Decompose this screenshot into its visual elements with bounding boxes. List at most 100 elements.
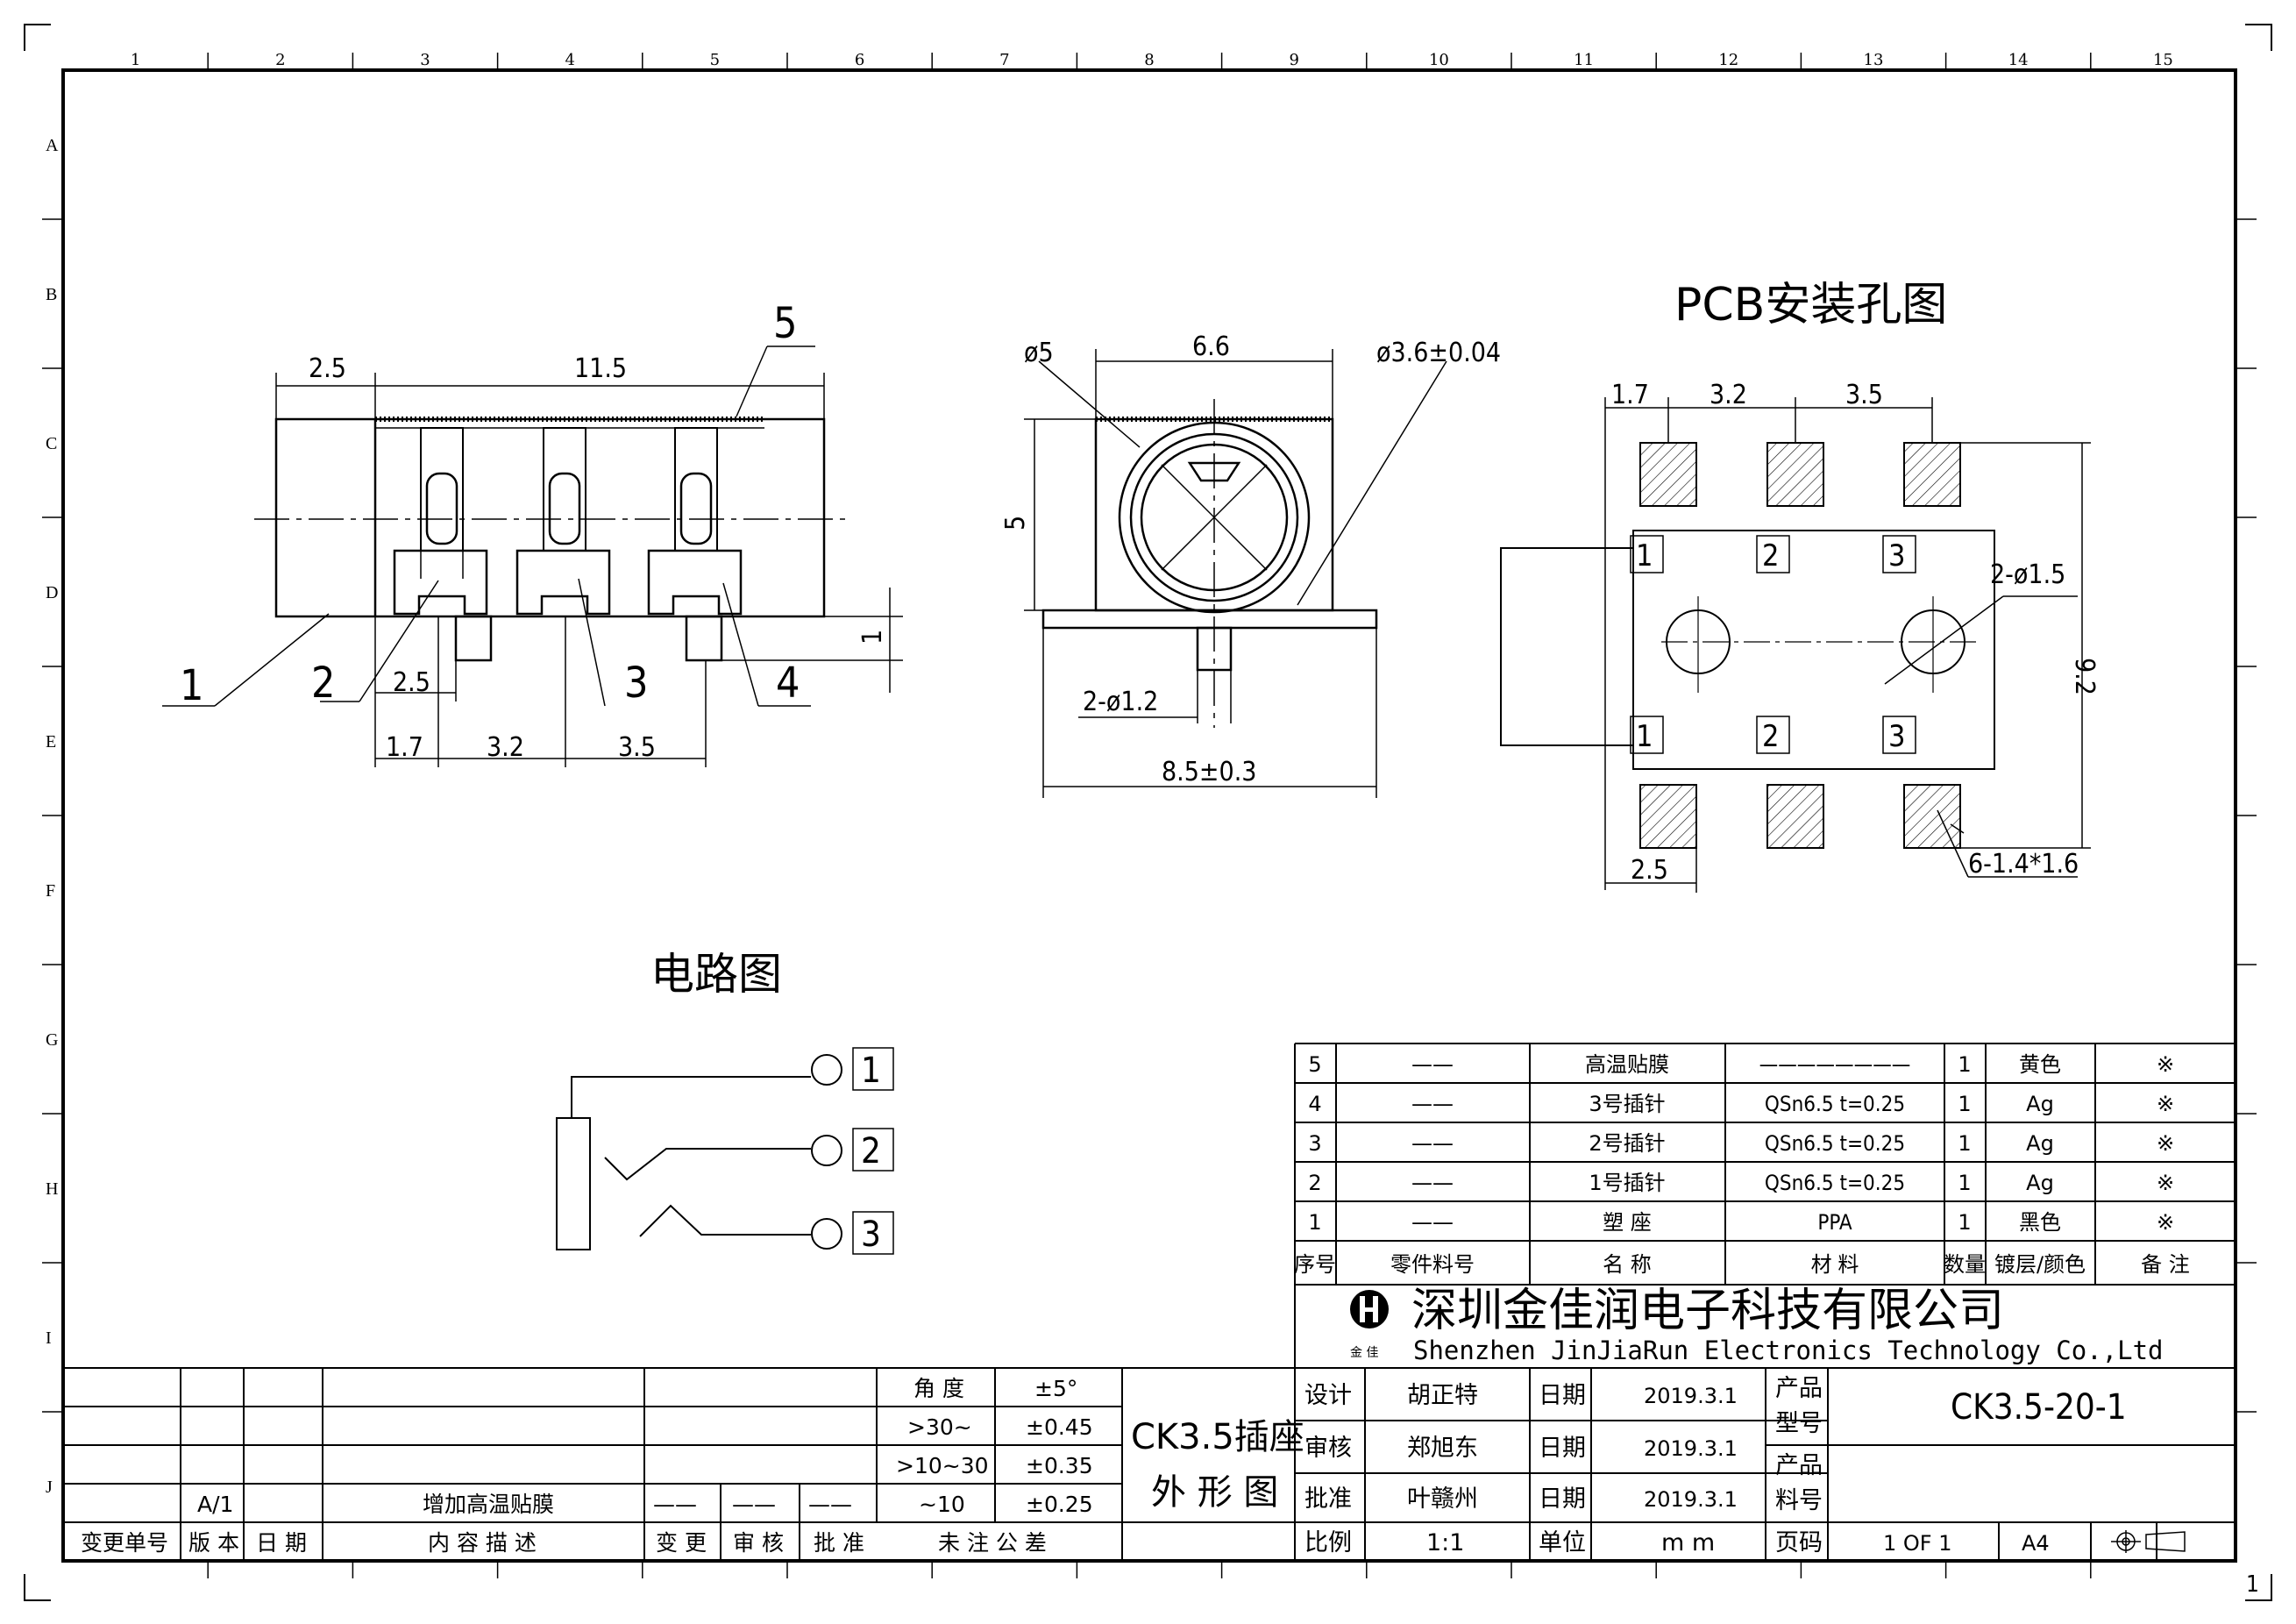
bom-cell-finish: 黑色: [2019, 1210, 2061, 1235]
bom-cell-finish: 黄色: [2019, 1052, 2061, 1077]
projection-symbol: [2111, 1530, 2186, 1553]
zone-column-label: 11: [1574, 51, 1594, 69]
bom-cell-finish: Ag: [2026, 1171, 2054, 1195]
bom-cell-name: 1号插针: [1589, 1171, 1665, 1195]
dim-pcb-3.5: 3.5: [1845, 380, 1883, 410]
bom-cell-name: 塑 座: [1603, 1210, 1652, 1235]
material-no-label-1: 产品: [1775, 1452, 1823, 1479]
front-pin: [1196, 626, 1233, 672]
bom-cell-name: 名 称: [1603, 1252, 1652, 1277]
bom-cell-qty: 数量: [1944, 1252, 1986, 1277]
table-grid: [63, 1043, 2236, 1561]
zone-row-label: E: [46, 732, 56, 751]
circuit-terminal-label: 1: [861, 1051, 881, 1091]
tol-range: >10~30: [896, 1453, 989, 1478]
pcb-title: PCB安装孔图: [1674, 279, 1947, 331]
dim-side-gap: 2.5: [393, 667, 430, 698]
bom-cell-note: ※: [2157, 1171, 2174, 1195]
zone-column-label: 2: [275, 51, 285, 69]
zone-column-label: 10: [1429, 51, 1449, 69]
bom-cell-part: ——: [1411, 1171, 1454, 1195]
review-label: 审核: [1304, 1435, 1352, 1462]
circuit-terminal-label: 3: [861, 1214, 881, 1255]
zone-row-label: G: [46, 1030, 58, 1050]
tol-value: ±5°: [1034, 1376, 1077, 1401]
rev-header-version: 版 本: [188, 1530, 239, 1556]
zone-row-label: A: [46, 136, 59, 155]
sheet-number: 1: [2246, 1571, 2259, 1598]
zone-column-label: 3: [420, 51, 430, 69]
date-value-3: 2019.3.1: [1644, 1487, 1738, 1512]
tol-range: ~10: [919, 1492, 965, 1517]
pcb-pin-label: 2: [1762, 538, 1779, 573]
tol-value: ±0.45: [1026, 1414, 1093, 1440]
model-value: CK3.5-20-1: [1951, 1387, 2127, 1428]
unit-value: m m: [1661, 1529, 1715, 1556]
zone-column-label: 9: [1289, 51, 1298, 69]
bottom-pin: [454, 615, 493, 662]
date-label-3: 日期: [1539, 1485, 1586, 1513]
zone-column-label: 12: [1718, 51, 1738, 69]
scale-label: 比例: [1304, 1529, 1352, 1556]
bom-cell-note: ※: [2157, 1210, 2174, 1235]
dim-pcb-pads: 6-1.4*1.6: [1968, 849, 2079, 880]
housing-outline: [274, 417, 826, 618]
scale-value: 1:1: [1426, 1529, 1464, 1556]
revision-dash: ——: [653, 1492, 697, 1517]
tol-value: ±0.35: [1026, 1453, 1093, 1478]
terminal-3: [811, 1218, 842, 1250]
dim-side-pitch-1: 1.7: [386, 732, 423, 763]
bom-cell-finish: 镀层/颜色: [1994, 1252, 2086, 1277]
wire-3: [639, 1204, 811, 1237]
material-no-label-2: 料号: [1775, 1487, 1823, 1514]
zone-row-label: D: [46, 583, 58, 602]
pin-slot-3: [647, 427, 743, 616]
zone-column-label: 15: [2153, 51, 2173, 69]
approve-label: 批准: [1304, 1485, 1352, 1513]
front-dimension-lines: [1024, 349, 1447, 798]
model-label-2: 型号: [1775, 1410, 1823, 1437]
wire-1: [571, 1076, 811, 1118]
bottom-pads: [1639, 784, 1961, 849]
bom-cell-no: 4: [1308, 1092, 1321, 1116]
side-view: [162, 345, 903, 767]
revision-version: A/1: [197, 1492, 233, 1517]
bom-cell-finish: Ag: [2026, 1092, 2054, 1116]
bom-cell-no: 2: [1308, 1171, 1321, 1195]
tol-footer: 未 注 公 差: [938, 1530, 1047, 1556]
dim-side-pitch-2: 3.2: [487, 732, 524, 763]
terminal-2: [811, 1135, 842, 1166]
rev-header-review: 审 核: [733, 1530, 784, 1556]
rev-header-change: 变 更: [656, 1530, 707, 1556]
dim-pcb-height: 9.2: [2069, 658, 2100, 695]
pcb-pin-label: 1: [1636, 538, 1653, 573]
zone-row-label: B: [46, 285, 57, 304]
bom-cell-material: 材 料: [1811, 1252, 1859, 1277]
dim-front-width: 6.6: [1192, 331, 1230, 362]
zone-row-label: H: [46, 1179, 58, 1199]
zone-column-label: 13: [1864, 51, 1884, 69]
pcb-pin-label: 3: [1888, 719, 1905, 754]
terminal-1: [811, 1054, 842, 1086]
paper-size: A4: [2022, 1531, 2050, 1556]
bom-cell-material: PPA: [1817, 1210, 1852, 1235]
pin-slot-2: [515, 427, 611, 616]
bom-cell-part: ——: [1411, 1210, 1454, 1235]
dim-side-2.5: 2.5: [309, 353, 346, 384]
unit-label: 单位: [1539, 1529, 1586, 1556]
bom-cell-note: ※: [2157, 1131, 2174, 1156]
company-name-cn: 深圳金佳润电子科技有限公司: [1411, 1285, 2004, 1337]
title-block-grid: [63, 1367, 2236, 1561]
bom-cell-note: ※: [2157, 1092, 2174, 1116]
bom-cell-qty: 1: [1958, 1052, 1971, 1077]
date-label-2: 日期: [1539, 1435, 1586, 1462]
bom-cell-no: 序号: [1294, 1252, 1336, 1277]
bom-cell-part: ——: [1411, 1092, 1454, 1116]
dim-pcb-3.2: 3.2: [1710, 380, 1747, 410]
bom-cell-name: 高温贴膜: [1585, 1052, 1669, 1077]
dim-pcb-bottom: 2.5: [1631, 855, 1668, 886]
page-value: 1 OF 1: [1883, 1531, 1952, 1556]
dim-side-pitch-3: 3.5: [618, 732, 656, 763]
